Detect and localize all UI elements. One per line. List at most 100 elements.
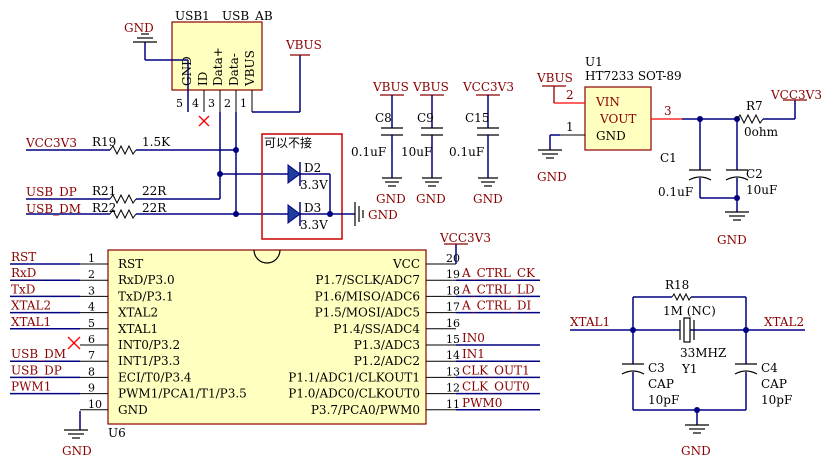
regulator-u1: U1 HT7233 SOT-89 VIN VOUT GND 2 3 1: [554, 55, 682, 151]
mcu-net-label: IN0: [462, 331, 485, 345]
mcu-pin-number: 8: [88, 365, 95, 378]
gnd-label-tvs: GND: [368, 208, 398, 222]
usb-pin-vbus: VBUS: [243, 50, 257, 87]
mcu-pin-number: 14: [446, 349, 460, 362]
mcu-u6-body: [107, 249, 427, 425]
r21-ref: R21: [92, 184, 116, 198]
mcu-pin-number: 20: [446, 252, 460, 265]
mcu-pin-name: P1.3/ADC3: [354, 338, 420, 352]
mcu-net-label: CLK_OUT0: [462, 380, 530, 394]
c3-type: CAP: [648, 377, 674, 391]
u1-pin-gnd: GND: [596, 129, 626, 143]
usb-pin-gnd: GND: [180, 56, 194, 86]
mcu-pin-name: XTAL2: [118, 306, 158, 320]
optional-box: [261, 133, 343, 240]
mcu-net-label: TxD: [11, 282, 35, 296]
usb-part: USB_AB: [222, 9, 273, 23]
mcu-pin-number: 18: [446, 284, 460, 297]
c2-value: 10uF: [746, 183, 777, 197]
mcu-pin-number: 13: [446, 365, 460, 378]
ground-symbol-tvs: GND: [354, 202, 398, 226]
mcu-pin-number: 5: [88, 317, 95, 330]
u1-vbus-label: VBUS: [536, 71, 573, 85]
vcc3v3-net-label: VCC3V3: [25, 136, 77, 150]
mcu-pin-name: P3.7/PCA0/PWM0: [311, 403, 420, 417]
usb-pinnum-2: 2: [224, 97, 231, 110]
c15-net: VCC3V3: [462, 80, 514, 94]
r19-ref: R19: [92, 135, 116, 149]
r22-value: 22R: [142, 201, 167, 215]
mcu-pin-name: INT0/P3.2: [118, 338, 180, 352]
mcu-pin-number: 9: [88, 382, 95, 395]
cap-c9: VBUS C9 10uF GND: [401, 80, 449, 206]
tvs-group: 可以不接 D2 3.3V D3 3.3V: [261, 133, 355, 240]
r22-ref: R22: [92, 201, 116, 215]
c9-ref: C9: [417, 111, 434, 125]
cap-c15: VCC3V3 C15 0.1uF GND: [449, 80, 514, 206]
mcu-pin-name: XTAL1: [118, 322, 158, 336]
tvs-d3: [287, 204, 301, 224]
mcu-net-label: IN1: [462, 347, 485, 361]
mcu-pin-name: P1.0/ADC0/CLKOUT0: [288, 387, 420, 401]
mcu-pin-name: P1.1/ADC1/CLKOUT1: [288, 370, 420, 384]
resistor-r7: [736, 113, 764, 125]
ground-symbol-crystal: GND: [681, 424, 711, 458]
r7-vcc-label: VCC3V3: [770, 88, 822, 102]
resistor-r22: [109, 208, 137, 220]
mcu-pin-name: INT1/P3.3: [118, 354, 180, 368]
mcu-pin-name: P1.2/ADC2: [354, 354, 420, 368]
mcu-net-label: PWM1: [11, 380, 51, 394]
u1-body: [584, 86, 652, 151]
mcu-pin-name: P1.5/MOSI/ADC5: [315, 306, 420, 320]
mcu-net-label: USB_DP: [11, 363, 62, 377]
r18-value: 1M (NC): [663, 304, 716, 318]
mcu-pin-number: 12: [446, 382, 460, 395]
usb-connector: USB1 USB_AB GND ID Data+ Data- VBUS 5 4 …: [171, 9, 273, 127]
usb-pin-dminus: Data-: [227, 53, 241, 86]
usb-pin-dplus: Data+: [211, 47, 225, 86]
usb-designator: USB1: [175, 9, 210, 23]
mcu-net-label: PWM0: [462, 396, 502, 410]
optional-note: 可以不接: [264, 135, 312, 150]
u1-pin-vin: VIN: [595, 95, 620, 109]
c8-ref: C8: [375, 111, 392, 125]
gnd-label-mcu: GND: [62, 444, 92, 458]
mcu-pin-number: 10: [88, 398, 102, 411]
mcu-pin-name: RST: [118, 257, 143, 271]
mcu-pin-name: P1.7/SCLK/ADC7: [315, 273, 420, 287]
c1-ref: C1: [660, 151, 677, 165]
c9-gnd: GND: [416, 192, 446, 206]
u1-ref: U1: [585, 55, 603, 69]
cap-c8: VBUS C8 0.1uF GND: [351, 80, 409, 206]
mcu-pin-number: 15: [446, 333, 460, 346]
usb-pinnum-4: 4: [192, 97, 199, 110]
vbus-label: VBUS: [285, 38, 322, 52]
mcu-pin-number: 19: [446, 268, 460, 281]
mcu-net-label: RST: [11, 250, 36, 264]
d2-ref: D2: [304, 161, 321, 175]
usb-body: [171, 21, 263, 91]
mcu-ref: U6: [108, 426, 126, 440]
c8-gnd: GND: [376, 192, 406, 206]
c15-gnd: GND: [473, 192, 503, 206]
mcu-pin-number: 7: [88, 349, 95, 362]
c4-type: CAP: [761, 377, 787, 391]
usb-dm-left-label: USB_DM: [26, 202, 81, 216]
mcu-pin-number: 2: [88, 268, 95, 281]
c4-value: 10pF: [761, 393, 792, 407]
mcu-vcc-net: VCC3V3: [439, 231, 491, 245]
u1-pin-vout: VOUT: [599, 112, 636, 126]
mcu-pin-name: ECI/T0/P3.4: [118, 370, 192, 384]
usb-pinnum-1: 1: [240, 97, 247, 110]
mcu-pin-name: P1.6/MISO/ADC6: [315, 289, 420, 303]
mcu-pin-name: PWM1/PCA1/T1/P3.5: [118, 387, 247, 401]
xtal2-net-label: XTAL2: [764, 315, 804, 329]
ground-symbol-usb: GND: [124, 21, 157, 43]
xtal1-net-label: XTAL1: [570, 315, 610, 329]
usb-dp-left-label: USB_DP: [26, 185, 77, 199]
mcu-pin-number: 3: [88, 284, 95, 297]
mcu-pin-number: 16: [446, 317, 460, 330]
mcu-pin-name: RxD/P3.0: [118, 273, 175, 287]
usb-pinnum-3: 3: [208, 97, 215, 110]
